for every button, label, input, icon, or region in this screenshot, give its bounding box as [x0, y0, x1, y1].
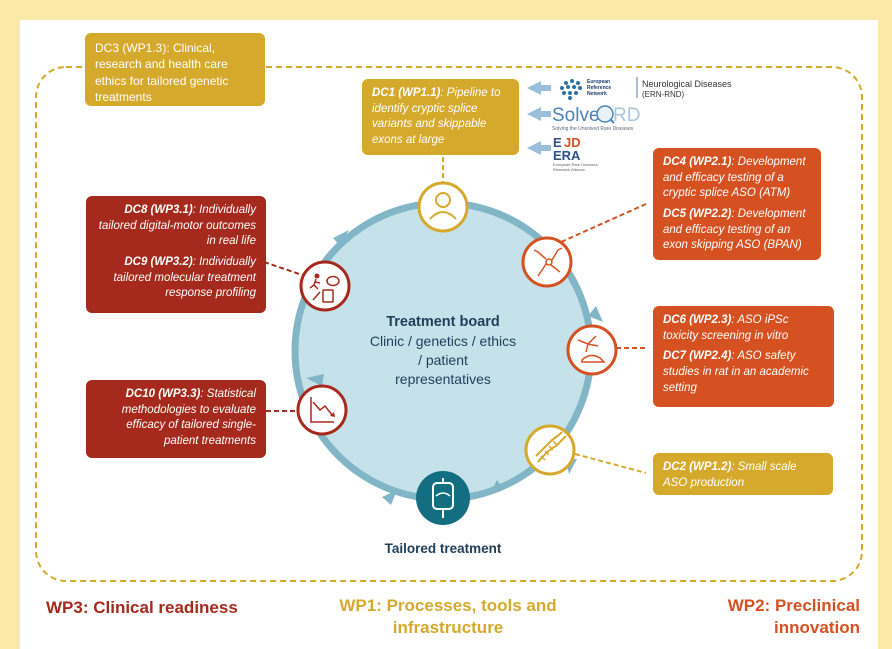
ern-title: Neurological Diseases — [642, 79, 732, 89]
dc6-code: DC6 (WP2.3) — [663, 314, 732, 326]
dc10-code: DC10 (WP3.3) — [125, 388, 201, 400]
center-text: Treatment board Clinic / genetics / ethi… — [343, 313, 543, 389]
dc8-code: DC8 (WP3.1) — [124, 204, 193, 216]
neuron-rat-icon — [566, 324, 618, 376]
wp1-line-1: WP1: Processes, tools and — [339, 596, 557, 615]
person-icon — [417, 181, 469, 233]
dna-icon — [524, 424, 576, 476]
center-title: Treatment board — [386, 314, 500, 330]
dc2-desc: : Small scale ASO production — [663, 461, 797, 489]
iv-bag-icon — [416, 471, 470, 525]
ern-small-text-3: Network — [587, 91, 607, 97]
dc5-code: DC5 (WP2.2) — [663, 207, 732, 220]
dc4-desc: : Development and efficacy testing of a … — [663, 156, 806, 200]
dc7-code: DC7 (WP2.4) — [663, 350, 732, 363]
dc8-desc: : Individually tailored digital-motor ou… — [98, 204, 256, 248]
dc9-desc: : Individually tailored molecular treatm… — [113, 255, 256, 300]
ejp-e: E — [553, 135, 562, 150]
wp1-line-2: infrastructure — [392, 618, 504, 638]
tailored-treatment-label: Tailored treatment — [384, 541, 502, 556]
dc8-dc9-box: DC8 (WP3.1): Individually tailored digit… — [86, 196, 266, 313]
runner-brain-clipboard-icon — [299, 260, 351, 312]
solve-tagline: Solving the Unsolved Rare Diseases — [552, 126, 634, 132]
solve-rd-logo: Solve RD Solving the Unsolved Rare Disea… — [552, 105, 640, 132]
dc2-code: DC2 (WP1.2) — [663, 461, 732, 473]
dc3-box: DC3 (WP1.3): Clinical, research and heal… — [85, 33, 265, 106]
solve-rd-text: RD — [613, 105, 640, 126]
dc1-desc: : Pipeline to identify cryptic splice va… — [372, 87, 501, 146]
dc9-code: DC9 (WP3.2) — [124, 255, 193, 268]
logo-arrows — [527, 81, 551, 155]
ern-logo: European Reference Network Neurological … — [560, 77, 732, 100]
declining-chart-icon — [296, 384, 348, 436]
ern-small-text-2: Reference — [587, 85, 611, 91]
ejp-tag-1: European Rare Diseases — [553, 162, 598, 167]
center-line-1: Clinic / genetics / ethics — [369, 332, 517, 349]
ejp-jd: JD — [564, 135, 581, 150]
dc5-desc: : Development and efficacy testing of an… — [663, 207, 806, 252]
wp3-label: WP3: Clinical readiness — [46, 598, 238, 617]
solve-text: Solve — [552, 105, 600, 126]
dc4-code: DC4 (WP2.1) — [663, 156, 732, 168]
center-line-3: representatives — [395, 370, 491, 387]
dc1-code: DC1 (WP1.1) — [372, 87, 441, 99]
dc7-desc: : ASO safety studies in rat in an academ… — [663, 350, 809, 394]
wp2-line-1: WP2: Preclinical — [727, 596, 860, 615]
dc10-box: DC10 (WP3.3): Statistical methodologies … — [86, 380, 266, 458]
ern-sub: (ERN-RND) — [642, 90, 685, 99]
ejp-tag-2: Research Alliance — [553, 167, 586, 172]
ejp-rd-logo: E JD ERA European Rare Diseases Research… — [553, 135, 598, 172]
wp2-line-2: innovation — [774, 618, 860, 638]
dc4-dc5-box: DC4 (WP2.1): Development and efficacy te… — [653, 148, 821, 260]
dashed-boundary — [35, 66, 863, 582]
wp1-label: WP1: Processes, tools and infrastructure — [330, 595, 566, 639]
center-line-2: / patient — [418, 351, 468, 368]
circle-arrowheads — [306, 230, 603, 505]
dc6-desc: : ASO iPSc toxicity screening in vitro — [663, 314, 789, 342]
dc6-dc7-box: DC6 (WP2.3): ASO iPSc toxicity screening… — [653, 306, 834, 407]
dc10-desc: : Statistical methodologies to evaluate … — [121, 388, 256, 447]
dc2-box: DC2 (WP1.2): Small scale ASO production — [653, 453, 833, 495]
neuron-icon — [521, 236, 573, 288]
ern-small-text-1: European — [587, 79, 610, 85]
ejp-era: ERA — [553, 148, 581, 163]
wp2-label: WP2: Preclinical innovation — [690, 595, 860, 639]
dc1-box: DC1 (WP1.1): Pipeline to identify crypti… — [362, 79, 519, 155]
dc3-text: DC3 (WP1.3): Clinical, research and heal… — [95, 41, 229, 104]
